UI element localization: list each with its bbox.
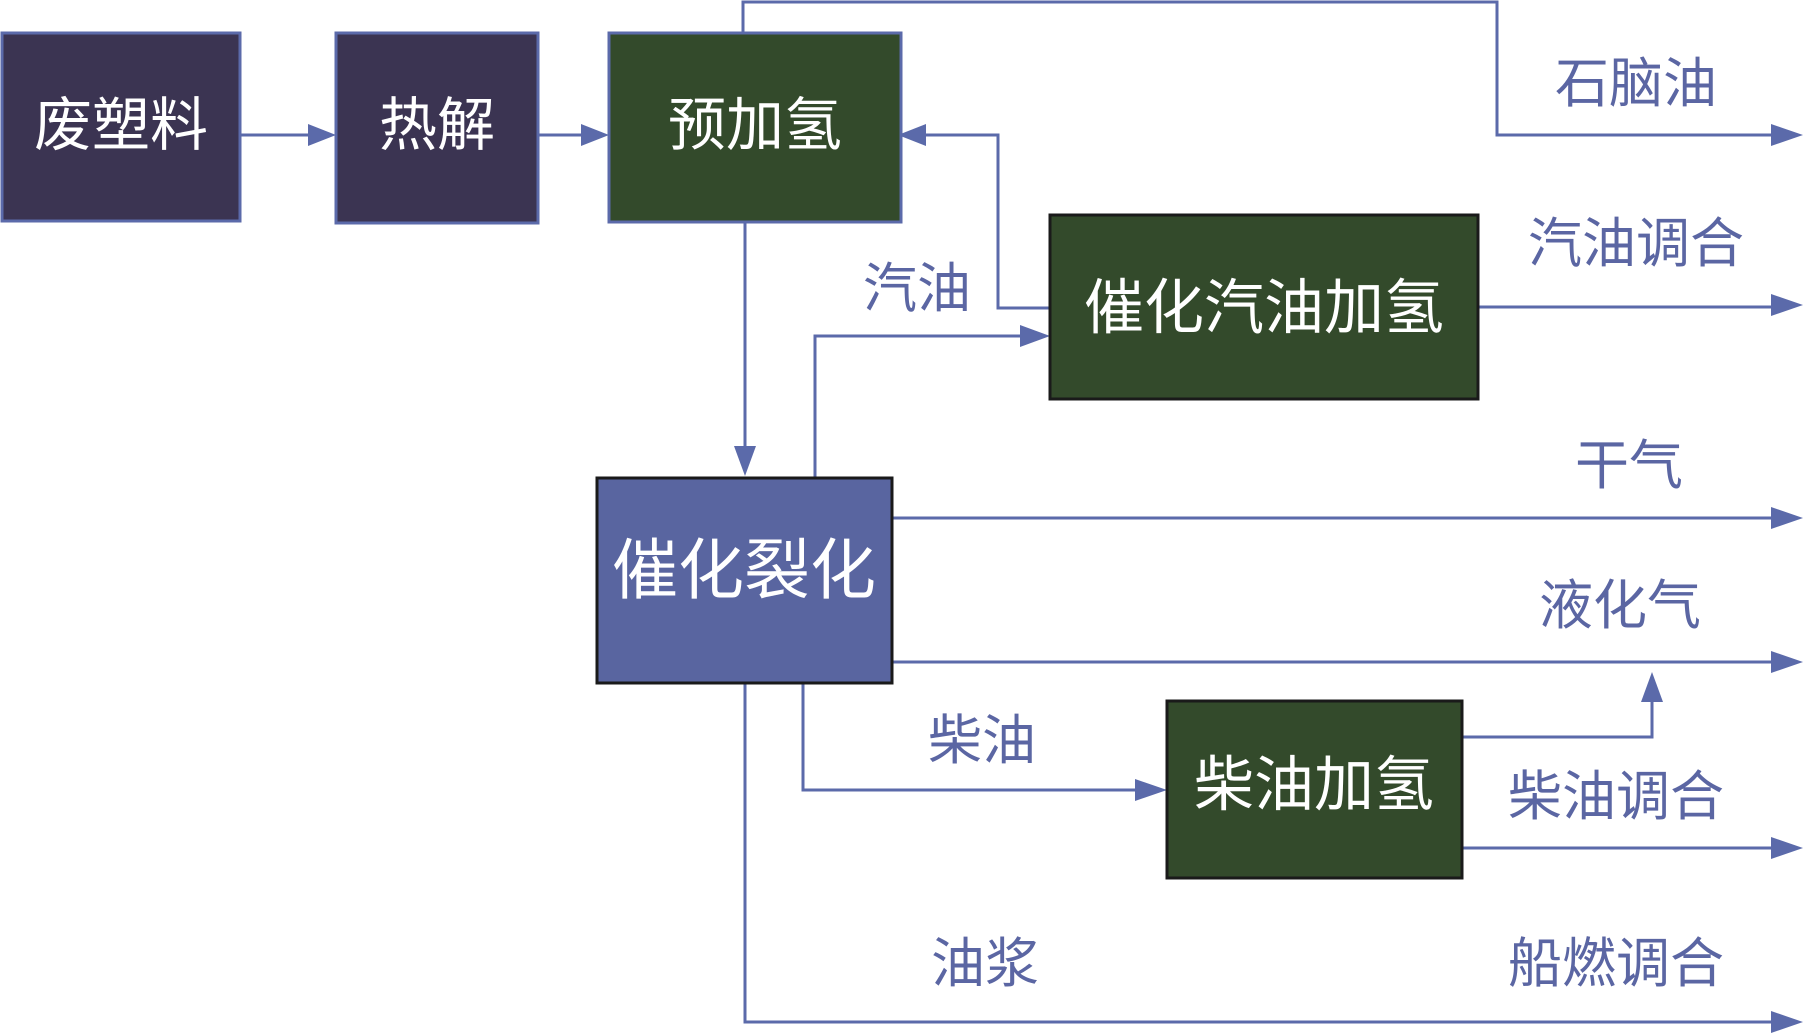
arrowhead-naphtha (1771, 124, 1803, 146)
box-diesel-hydro: 柴油加氢 (1165, 699, 1464, 880)
box-fcc-gasoline-hydro-label: 催化汽油加氢 (1084, 274, 1444, 344)
box-pyrolysis-label: 热解 (379, 91, 495, 159)
arrowhead-bunker-blend (1771, 1011, 1803, 1033)
label-gasoline-blend: 汽油调合 (1528, 212, 1744, 275)
box-fcc: 催化裂化 (595, 476, 894, 685)
flow-lines (240, 0, 1803, 1033)
arrow-fcc-to-gasoline-hydro (813, 334, 1020, 478)
label-diesel: 柴油 (928, 709, 1036, 772)
arrowhead-waste-to-pyrolysis (308, 124, 336, 146)
box-waste-plastic-label: 废塑料 (34, 91, 208, 159)
arrowhead-gasoline-blend (1771, 294, 1803, 316)
box-prehydro-label: 预加氢 (668, 91, 842, 159)
label-naphtha: 石脑油 (1555, 52, 1717, 115)
arrowhead-gasoline-hydro (1020, 325, 1050, 347)
box-prehydro: 预加氢 (607, 31, 903, 224)
box-fcc-gasoline-hydro: 催化汽油加氢 (1048, 213, 1480, 401)
arrowhead-diesel-hydro (1135, 779, 1167, 801)
flow-labels: 石脑油 汽油调合 汽油 干气 液化气 柴油 柴油调合 油浆 船燃调合 (863, 52, 1744, 995)
box-fcc-label: 催化裂化 (612, 532, 876, 609)
arrow-fcc-to-bunker-blend (743, 684, 1775, 1024)
arrowhead-dry-gas (1771, 507, 1803, 529)
arrowhead-prehydro-return (898, 124, 926, 146)
arrowhead-diesel-blend (1771, 837, 1803, 859)
label-bunker-blend: 船燃调合 (1508, 932, 1724, 995)
arrow-gasoline-hydro-to-prehydro (925, 133, 1050, 310)
box-pyrolysis: 热解 (334, 31, 540, 225)
box-diesel-hydro-label: 柴油加氢 (1194, 751, 1434, 821)
arrow-diesel-hydro-to-lpg (1462, 702, 1654, 739)
label-dry-gas: 干气 (1575, 434, 1683, 497)
arrowhead-fcc (734, 446, 756, 476)
arrowhead-diesel-to-lpg (1641, 672, 1663, 702)
box-waste-plastic: 废塑料 (0, 31, 242, 223)
label-gasoline: 汽油 (863, 257, 971, 320)
arrowhead-pyrolysis-to-prehydro (581, 124, 609, 146)
arrowhead-lpg (1771, 651, 1803, 673)
label-slurry: 油浆 (931, 932, 1039, 995)
label-lpg: 液化气 (1539, 574, 1701, 637)
arrow-fcc-to-diesel-hydro (801, 684, 1135, 792)
arrow-prehydro-to-naphtha (741, 0, 1775, 137)
label-diesel-blend: 柴油调合 (1508, 765, 1724, 828)
